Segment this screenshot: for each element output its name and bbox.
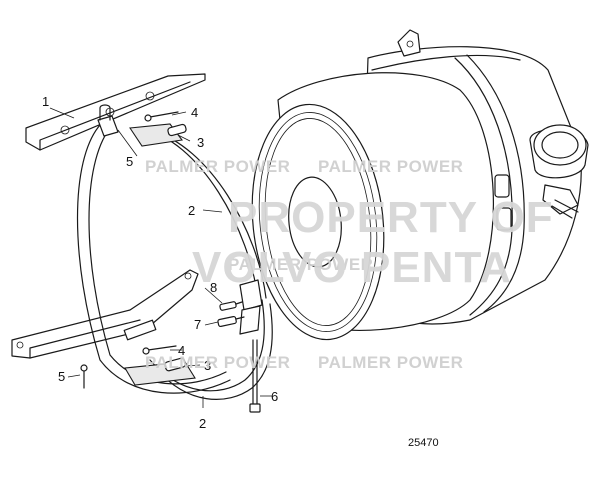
watermark-volvo-penta: VOLVO PENTA <box>192 243 512 292</box>
pin-lower <box>80 364 88 389</box>
watermark-palmer-power: PALMER POWER <box>318 157 463 176</box>
outlet-pipe <box>529 124 589 219</box>
figure-number: 25470 <box>408 437 439 449</box>
callout-4-upper: 4 <box>191 105 198 120</box>
watermark-palmer-power: PALMER POWER <box>318 353 463 372</box>
silencer-cylinder <box>251 29 589 341</box>
fastener-8 <box>219 301 243 311</box>
callout-7: 7 <box>194 317 201 332</box>
mounting-bracket-bottom <box>11 269 199 359</box>
clamp-plate-upper <box>129 123 187 147</box>
callout-5-lower: 5 <box>58 369 65 384</box>
callout-3-lower: 3 <box>204 358 211 373</box>
watermark-palmer-power: PALMER POWER <box>145 157 290 176</box>
watermark-property-of: PROPERTY OF <box>228 193 554 242</box>
bolt-upper <box>144 111 179 122</box>
strap-lower <box>149 299 273 400</box>
strap-end-clip-upper <box>97 115 119 137</box>
watermark-palmer-power: PALMER POWER <box>228 255 373 274</box>
callout-8: 8 <box>210 280 217 295</box>
callout-5-upper: 5 <box>126 154 133 169</box>
fastener-7 <box>217 315 245 328</box>
long-bolt <box>249 339 261 413</box>
callout-1: 1 <box>42 94 49 109</box>
watermark-layer: PALMER POWER PALMER POWER PALMER POWER P… <box>145 157 554 372</box>
pin-upper <box>99 104 111 121</box>
callout-2-lower: 2 <box>199 416 206 431</box>
clamp-plate-lower <box>124 357 196 386</box>
callout-3-upper: 3 <box>197 135 204 150</box>
callout-2-upper: 2 <box>188 203 195 218</box>
callout-6: 6 <box>271 389 278 404</box>
mounting-bracket-top <box>25 73 206 151</box>
strap-end-clip-right <box>239 279 263 311</box>
watermark-palmer-power: PALMER POWER <box>145 353 290 372</box>
bolt-lower <box>142 345 177 355</box>
callout-4-lower: 4 <box>178 343 185 358</box>
strap-end-clip-lower <box>239 305 261 335</box>
